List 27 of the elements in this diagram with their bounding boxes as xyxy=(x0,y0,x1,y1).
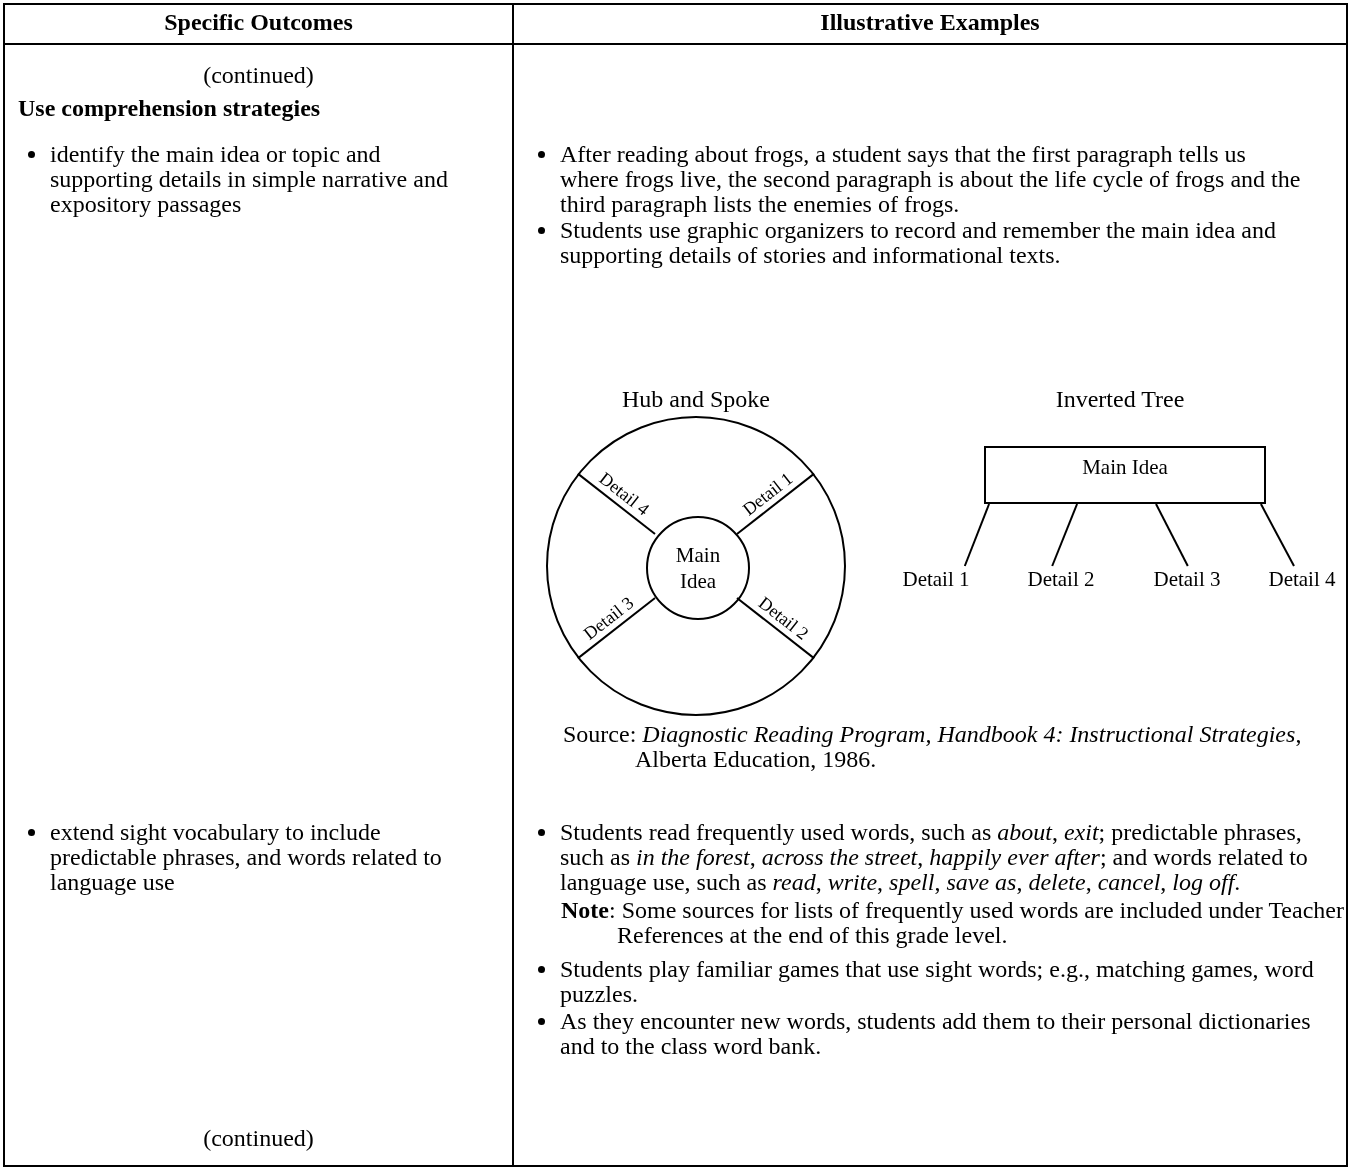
detail-label: Detail 3 xyxy=(1147,566,1227,592)
continued-note: (continued) xyxy=(202,63,315,88)
example-text: As they encounter new words, students add them to their personal dictionaries and to the class word bank. xyxy=(560,1009,1312,1059)
main-idea-circle: Main Idea xyxy=(646,516,750,620)
continued-note: (continued) xyxy=(202,1126,315,1151)
example-text: Students use graphic organizers to record and remember the main idea and supporting details of stories and informational texts. xyxy=(560,218,1277,268)
outer-circle xyxy=(546,416,846,716)
branch-line xyxy=(1259,503,1295,567)
outcome-text: extend sight vocabulary to include predictable phrases, and words related to language use xyxy=(50,820,443,895)
branch-line xyxy=(1155,503,1189,567)
detail-label: Detail 1 xyxy=(896,566,976,592)
column-header: Illustrative Examples xyxy=(819,10,1041,35)
branch-line xyxy=(1051,503,1079,567)
column-header: Specific Outcomes xyxy=(163,10,354,35)
organizer-heading: Inverted Tree xyxy=(1054,387,1186,412)
main-idea-box: Main Idea xyxy=(984,446,1266,504)
source-citation: Source: Diagnostic Reading Program, Handbook 4: Instructional Strategies, Alberta Education, 1986. xyxy=(563,722,1303,772)
example-text: Students read frequently used words, such as about, exit; predictable phrases, such as in the forest, across the street, happily ever after; and words related to language use, such as read, write, spell, save as, delete, cancel, log off. xyxy=(560,820,1309,895)
detail-label: Detail 2 xyxy=(1021,566,1101,592)
branch-line xyxy=(963,503,991,567)
note-text: Note: Some sources for lists of frequently used words are included under Teacher References at the end of this grade level. xyxy=(561,898,1345,948)
detail-label: Detail 4 xyxy=(1262,566,1342,592)
outcome-text: identify the main idea or topic and supporting details in simple narrative and expository passages xyxy=(50,142,449,217)
section-heading: Use comprehension strategies xyxy=(18,96,322,121)
organizer-heading: Hub and Spoke xyxy=(621,387,771,412)
example-text: After reading about frogs, a student says that the first paragraph tells us where frogs live, the second paragraph is about the life cycle of frogs and the third paragraph lists the enemies of frogs. xyxy=(560,142,1302,217)
example-text: Students play familiar games that use sight words; e.g., matching games, word puzzles. xyxy=(560,957,1315,1007)
